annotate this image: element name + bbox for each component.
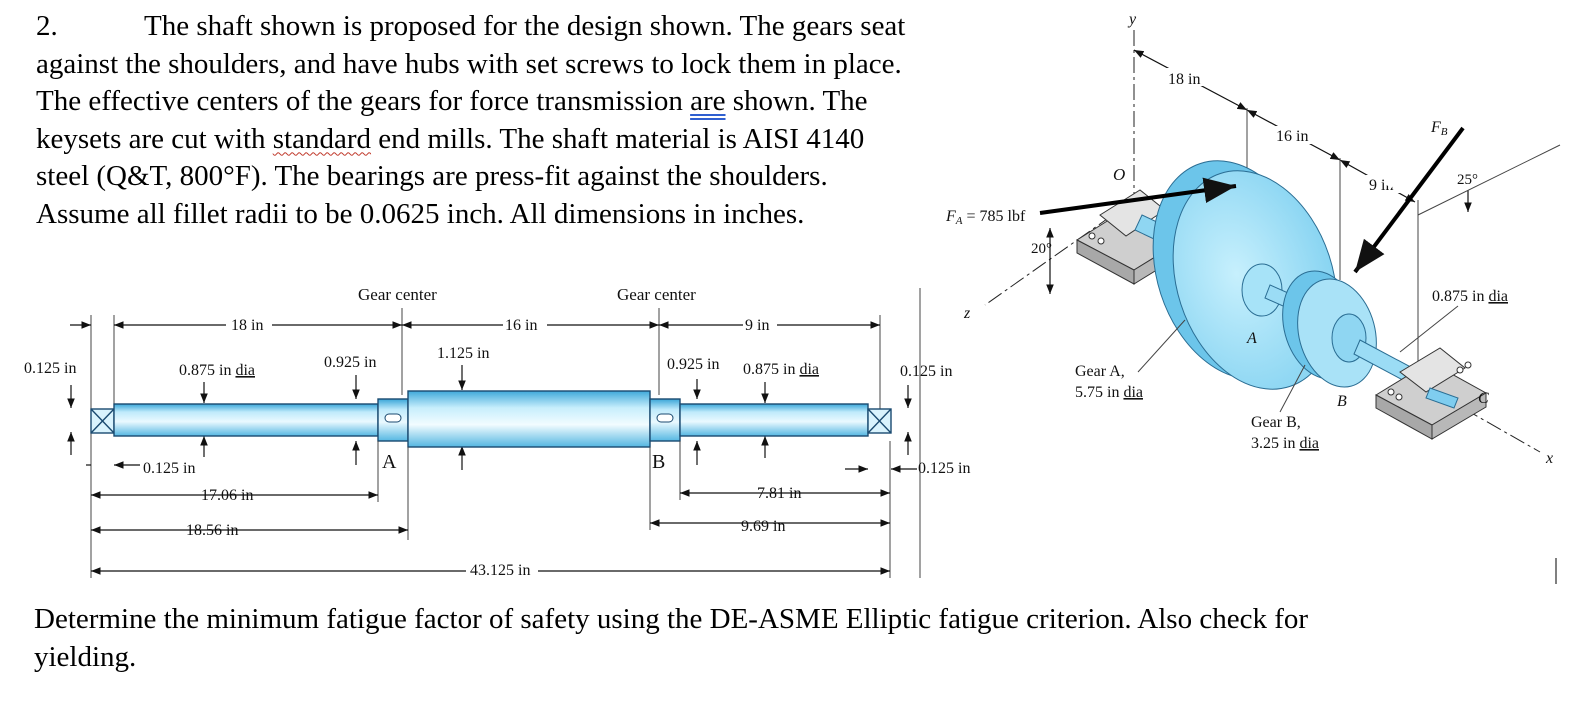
problem-statement: 2.The shaft shown is proposed for the de… <box>36 8 916 233</box>
dim-18-label: 18 in <box>231 317 263 334</box>
problem-text-mid: shown. The keysets are cut with <box>36 85 868 155</box>
iso-dim-18-label: 18 in <box>1168 71 1200 88</box>
bottom-right-0125-label: 0.125 in <box>918 460 970 477</box>
dim-1706-label: 17.06 in <box>201 487 253 504</box>
end-left-label: 0.125 in <box>24 360 76 377</box>
iso-dia-label: 0.875 in dia <box>1432 288 1508 305</box>
fb-label: FB <box>1430 119 1448 138</box>
question-text: Determine the minimum fatigue factor of … <box>34 603 1309 673</box>
dim-969-label: 9.69 in <box>741 518 785 535</box>
gear-a-name: Gear A, <box>1075 363 1125 380</box>
dim-9-label: 9 in <box>745 317 769 334</box>
dia-left-label: 0.875 in dia <box>179 362 255 379</box>
iso-label-c: C <box>1478 390 1489 407</box>
iso-dim-16-label: 16 in <box>1276 128 1308 145</box>
gear-center-right-label: Gear center <box>617 285 696 304</box>
center-dia-label: 1.125 in <box>437 345 489 362</box>
shoulder-left-label: 0.925 in <box>324 354 376 371</box>
axis-y-label: y <box>1127 11 1137 28</box>
problem-underlined-word: are <box>690 85 726 117</box>
dim-781-label: 7.81 in <box>757 485 801 502</box>
problem-text: The shaft shown is proposed for the desi… <box>36 10 906 117</box>
section-a-label: A <box>382 451 397 473</box>
dim-16-label: 16 in <box>505 317 537 334</box>
fa-label: FA = 785 lbf <box>945 208 1026 227</box>
dim-1856-label: 18.56 in <box>186 522 238 539</box>
dim-overall-label: 43.125 in <box>470 562 530 579</box>
axis-z-label: z <box>963 305 971 322</box>
gear-b <box>1282 270 1377 388</box>
gear-b-name: Gear B, <box>1251 414 1301 431</box>
iso-label-a: A <box>1246 330 1257 347</box>
bearing-right <box>1374 347 1488 440</box>
iso-label-b: B <box>1337 393 1347 410</box>
axis-x-label: x <box>1545 450 1553 467</box>
problem-wavy-word: standard <box>272 122 372 155</box>
section-b-label: B <box>652 451 665 473</box>
shoulder-right-label: 0.925 in <box>667 356 719 373</box>
gear-b-dia: 3.25 in dia <box>1251 435 1319 452</box>
bottom-left-0125-label: 0.125 in <box>143 460 195 477</box>
gear-center-left-label: Gear center <box>358 285 437 304</box>
shaft-body <box>90 390 892 448</box>
problem-number: 2. <box>36 10 58 42</box>
angle-25-label: 25° <box>1457 172 1478 188</box>
problem-text-end: end mills. The shaft material is AISI 41… <box>36 122 865 230</box>
angle-20-label: 20° <box>1031 241 1052 257</box>
origin-label: O <box>1113 165 1125 184</box>
gear-a-dia: 5.75 in dia <box>1075 384 1143 401</box>
gear-a <box>1152 160 1338 390</box>
dia-right-label: 0.875 in dia <box>743 361 819 378</box>
end-right-label: 0.125 in <box>900 363 952 380</box>
